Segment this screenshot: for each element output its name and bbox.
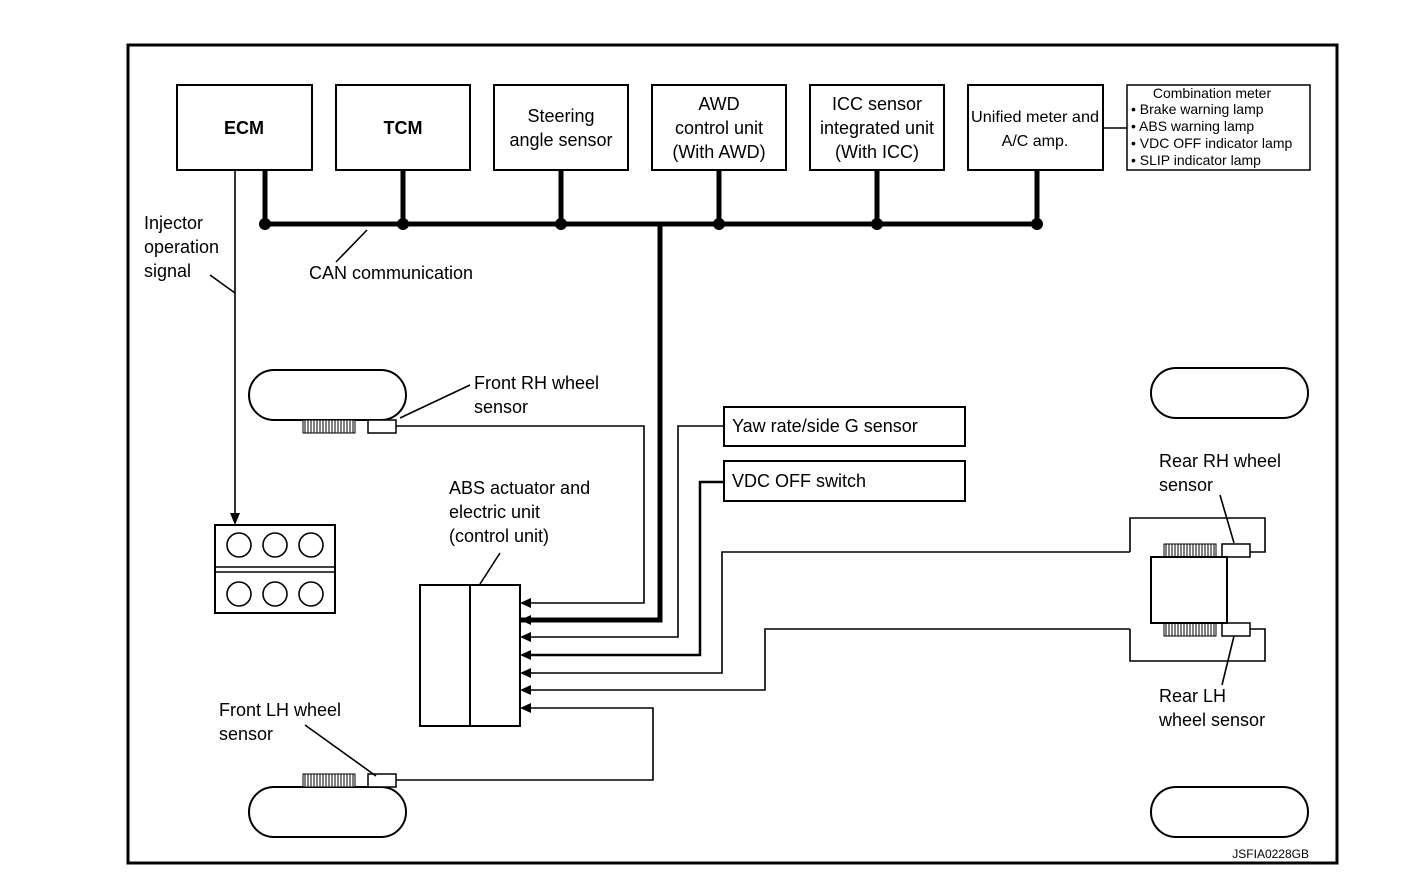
abs-input-arrow — [520, 685, 531, 695]
engine-injectors — [214, 524, 336, 614]
steering-angle-sensor-box: Steering angle sensor — [493, 84, 629, 171]
can-bus — [259, 170, 1043, 623]
front-lh-wheel-sensor — [367, 773, 397, 788]
awd-control-unit-box: AWD control unit (With AWD) — [651, 84, 787, 171]
icc-label-line3: (With ICC) — [835, 142, 919, 162]
rear-differential — [1129, 517, 1266, 662]
abs-input-arrow — [520, 703, 531, 713]
tcm-label: TCM — [384, 118, 423, 138]
combination-meter-box: Combination meter • Brake warning lamp •… — [1126, 84, 1311, 171]
rear-rh-wheel-sensor — [1221, 543, 1251, 558]
rear-lh-wheel — [1150, 786, 1309, 838]
combination-meter-title: Combination meter — [1153, 85, 1272, 101]
icc-label-line2: integrated unit — [820, 118, 934, 138]
awd-label-line3: (With AWD) — [672, 142, 765, 162]
abs-label-line1: ABS actuator and — [449, 478, 590, 498]
rear-rh-label-line1: Rear RH wheel — [1159, 451, 1281, 471]
steering-label-line1: Steering — [527, 106, 594, 126]
front-rh-wheel-sensor — [367, 419, 397, 434]
front-rh-label-line2: sensor — [474, 397, 528, 417]
unified-meter-box: Unified meter and A/C amp. — [967, 84, 1104, 171]
yaw-rate-sensor-box: Yaw rate/side G sensor — [723, 406, 966, 447]
combination-meter-item: • SLIP indicator lamp — [1131, 152, 1261, 168]
ecm-box: ECM — [176, 84, 313, 171]
combination-meter-item: • ABS warning lamp — [1131, 118, 1254, 134]
icc-sensor-unit-box: ICC sensor integrated unit (With ICC) — [809, 84, 945, 171]
abs-input-arrow — [520, 650, 531, 660]
front-rh-wheel — [248, 369, 407, 421]
abs-signal-lines — [396, 425, 1130, 781]
abs-actuator-unit — [419, 584, 521, 727]
front-lh-label-line1: Front LH wheel — [219, 700, 341, 720]
abs-input-arrow — [520, 598, 531, 608]
abs-input-arrows — [520, 598, 531, 713]
can-leader-line — [335, 229, 368, 263]
front-rh-label-line1: Front RH wheel — [474, 373, 599, 393]
rear-lh-label-line1: Rear LH — [1159, 686, 1226, 706]
steering-label-line2: angle sensor — [509, 130, 612, 150]
meter-label-line2: A/C amp. — [1002, 133, 1069, 150]
front-lh-wheel — [248, 786, 407, 838]
combination-meter-item: • Brake warning lamp — [1131, 101, 1264, 117]
abs-input-arrow — [520, 632, 531, 642]
awd-label-line2: control unit — [675, 118, 763, 138]
front-lh-label-line2: sensor — [219, 724, 273, 744]
meter-label-line1: Unified meter and — [971, 109, 1099, 126]
rear-lh-label-line2: wheel sensor — [1158, 710, 1265, 730]
diagram-frame — [126, 43, 1339, 865]
icc-label-line1: ICC sensor — [832, 94, 922, 114]
vdc-off-switch-box: VDC OFF switch — [723, 460, 966, 502]
vdc-off-label: VDC OFF switch — [732, 471, 866, 491]
tone-rings — [302, 419, 1217, 788]
can-communication-label: CAN communication — [309, 263, 473, 283]
abs-label-line3: (control unit) — [449, 526, 549, 546]
abs-input-arrow — [520, 615, 531, 625]
combination-meter-item: • VDC OFF indicator lamp — [1131, 135, 1292, 151]
ecm-label: ECM — [224, 118, 264, 138]
abs-input-arrow — [520, 668, 531, 678]
tcm-box: TCM — [335, 84, 471, 171]
rear-rh-label-line2: sensor — [1159, 475, 1213, 495]
injector-label-line3: signal — [144, 261, 191, 281]
rear-lh-wheel-sensor — [1221, 622, 1251, 637]
yaw-label: Yaw rate/side G sensor — [732, 416, 918, 436]
awd-label-line1: AWD — [698, 94, 739, 114]
injector-arrow — [230, 513, 240, 525]
injector-label-line2: operation — [144, 237, 219, 257]
rear-rh-wheel — [1150, 367, 1309, 419]
injector-label-line1: Injector — [144, 213, 203, 233]
figure-id: JSFIA0228GB — [1232, 847, 1309, 861]
abs-label-line2: electric unit — [449, 502, 540, 522]
